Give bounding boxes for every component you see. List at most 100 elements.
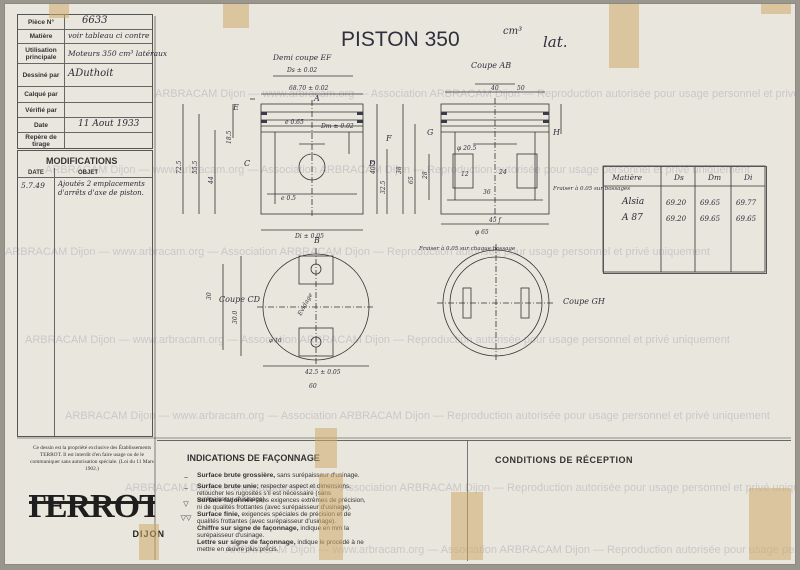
dim-40: 40 <box>490 85 499 92</box>
piece-number-value: 6633 <box>82 15 108 26</box>
date-value: 11 Aout 1933 <box>78 119 140 129</box>
mat-row-1-dm: 69.65 <box>700 215 721 223</box>
piece-number-label: Pièce N° <box>18 15 65 29</box>
dim-40-5: 40.5 <box>370 160 377 175</box>
tape-strip <box>223 4 249 28</box>
indication-item: ~ Surface brute grossière, sans surépais… <box>177 472 360 486</box>
date-row: Date 11 Aout 1933 <box>18 118 152 133</box>
modifications-col-date: DATE <box>28 170 44 176</box>
mat-header-di: Di <box>744 173 753 182</box>
dim-8-5: 18.5 <box>226 130 233 144</box>
tape-strip <box>49 4 69 18</box>
calque-row: Calqué par <box>18 87 152 103</box>
indication-bold: Surface brute unie; <box>197 483 259 490</box>
tape-strip <box>749 488 791 560</box>
repere-row: Repère de tirage <box>18 133 152 148</box>
drawing-title-unit: cm³ <box>503 26 522 37</box>
dim-50: 50 <box>517 85 525 92</box>
material-table-grid <box>602 165 766 273</box>
section-letter-g: G <box>427 128 434 137</box>
section-letter-h: H <box>552 128 561 137</box>
view-cd <box>222 248 375 367</box>
dessine-label: Dessiné par <box>18 64 65 86</box>
material-table: Matière Ds Dm Di Alsia 69.20 69.65 69.77… <box>603 166 767 274</box>
indication-text: sans exigences extrêmes de précision, ni… <box>197 497 366 511</box>
dessine-row: Dessiné par ADuthoit <box>18 64 152 87</box>
surface-symbol-icon: ▽ <box>183 501 189 508</box>
indication-text: sans surépaisseur d'usinage. <box>276 472 360 479</box>
dim-45: 45 f <box>488 217 503 224</box>
modifications-header-line <box>18 177 152 178</box>
dim-di: Di ± 0.05 <box>294 233 324 240</box>
view-gh-label: Coupe GH <box>563 297 606 306</box>
dim-e0-5: e 0.5 <box>281 195 296 202</box>
view-ef <box>182 75 388 231</box>
conditions-title: CONDITIONS DE RÉCEPTION <box>495 455 634 465</box>
section-letter-b: B <box>313 236 320 245</box>
tape-strip <box>139 524 159 560</box>
dim-d-top: 68.70 ± 0.02 <box>289 85 329 92</box>
indication-bold: Chiffre sur signe de façonnage, <box>197 525 299 532</box>
modification-date: 5.7.49 <box>21 181 45 190</box>
surface-symbol-icon: ~ <box>183 486 189 493</box>
mat-row-1-ds: 69.20 <box>666 215 687 223</box>
mat-row-1-matiere: A 87 <box>622 213 643 223</box>
dim-28: 28 <box>422 171 429 180</box>
matiere-label: Matière <box>18 30 65 43</box>
date-label: Date <box>18 118 65 132</box>
view-cd-label: Coupe CD <box>219 295 261 304</box>
modifications-col-divider <box>54 168 55 436</box>
dim-30: 30 <box>206 292 213 300</box>
view-ab <box>402 83 562 225</box>
utilisation-row: Utilisation principale Moteurs 350 cm³ l… <box>18 44 167 64</box>
surface-symbol-icon <box>177 542 195 551</box>
section-letter-c: C <box>244 159 250 168</box>
logo-brand-text: TERROT <box>29 488 155 524</box>
utilisation-label: Utilisation principale <box>18 44 65 63</box>
dim-36: 36 <box>483 189 491 196</box>
dessine-value: ADuthoit <box>68 68 114 79</box>
dim-72-5: 72.5 <box>176 160 183 174</box>
indication-text: respecter aspect et dimensions, retouche… <box>197 483 351 503</box>
dim-p10: φ 10 <box>269 338 282 344</box>
note-evidage: Evidage <box>296 292 314 318</box>
drawing-title-suffix: lat. <box>543 33 568 51</box>
tape-strip <box>609 4 639 68</box>
surface-symbol-icon: ▽▽ <box>180 515 192 522</box>
utilisation-value: Moteurs 350 cm³ latéraux <box>68 49 168 58</box>
legal-notice: Ce dessin est la propriété exclusive des… <box>30 445 154 472</box>
view-ab-label: Coupe AB <box>471 61 511 70</box>
indication-item: ▽▽ Surface finie, exigences spéciales de… <box>177 511 357 525</box>
dim-30-0: 30.0 <box>232 310 239 324</box>
dim-44: 44 <box>208 176 215 185</box>
matiere-row: Matière voir tableau ci contre <box>18 30 152 44</box>
repere-label: Repère de tirage <box>18 133 65 148</box>
tape-strip <box>319 474 343 560</box>
indication-bold: Lettre sur signe de façonnage, <box>197 539 296 546</box>
note-fraiser-bossages: Fraiser à 0.05 sur bossages <box>552 185 630 192</box>
mat-row-0-matiere: Alsia <box>622 197 645 207</box>
surface-symbol-icon <box>177 528 195 537</box>
dim-42-5: 42.5 ± 0.05 <box>304 369 341 376</box>
mat-header-matiere: Matière <box>612 173 643 182</box>
mat-row-0-ds: 69.20 <box>666 199 687 207</box>
indication-bold: Surface brute grossière, <box>197 472 276 479</box>
indication-bold: Surface finie, <box>197 511 240 518</box>
section-letter-e: E <box>232 103 239 112</box>
dim-38: 38 <box>396 166 403 174</box>
dim-24: 24 <box>498 169 507 176</box>
indications-title: INDICATIONS DE FAÇONNAGE <box>187 453 320 463</box>
calque-label: Calqué par <box>18 87 65 102</box>
indication-bold: Surface façonnée <box>197 497 254 504</box>
dim-12: 12 <box>461 171 469 178</box>
drawing-title: PISTON 350 <box>341 28 460 51</box>
mat-row-0-dm: 69.65 <box>700 199 721 207</box>
mat-row-1-di: 69.65 <box>736 215 757 223</box>
tape-strip <box>761 4 791 14</box>
tape-strip <box>315 428 337 468</box>
view-ef-label: Demi coupe EF <box>272 53 332 62</box>
matiere-value: voir tableau ci contre <box>68 31 150 40</box>
verifie-row: Vérifié par <box>18 103 152 118</box>
indication-text: exigences spéciales de précision et de q… <box>197 511 351 525</box>
dim-e0-65: e 0.65 <box>285 119 304 126</box>
